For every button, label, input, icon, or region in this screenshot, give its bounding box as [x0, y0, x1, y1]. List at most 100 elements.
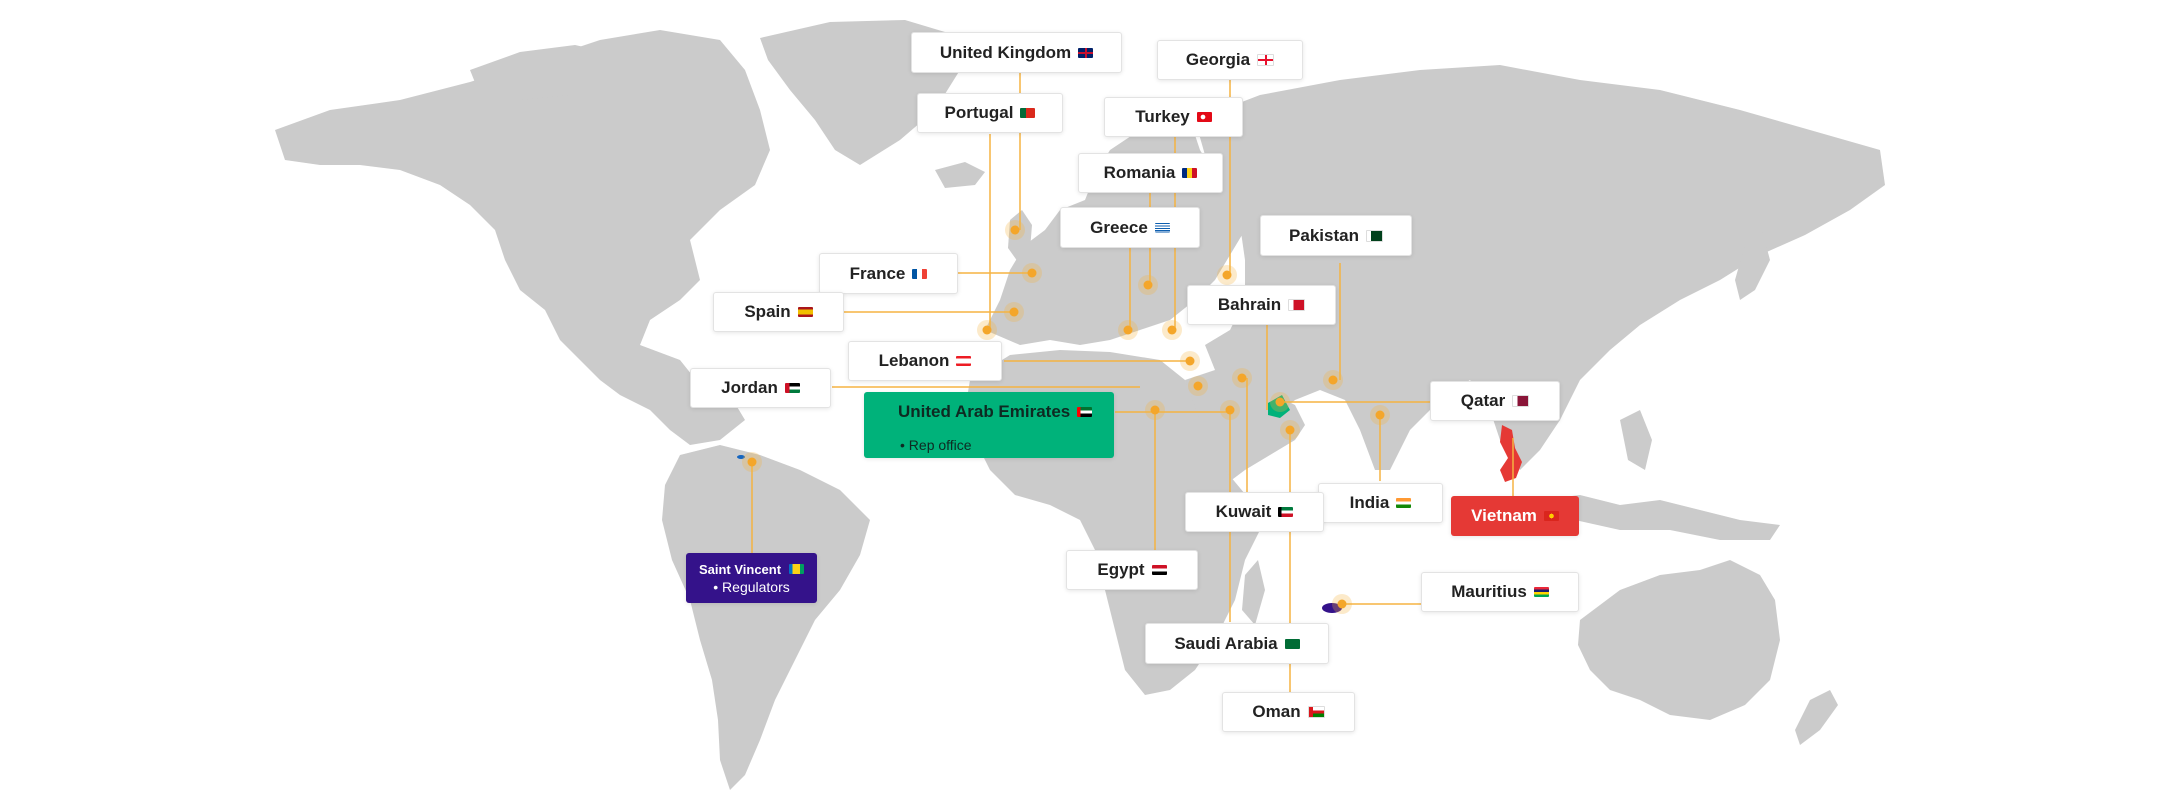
bahrain-flag-icon [1288, 299, 1306, 311]
location-name: France [849, 263, 906, 283]
location-name: Portugal [944, 103, 1014, 122]
india-flag-icon [1396, 498, 1412, 508]
saint-vincent-highlight [737, 455, 745, 459]
marker-pakistan[interactable] [1328, 375, 1338, 385]
britain-shape [1008, 210, 1032, 262]
location-name: Greece [1090, 217, 1148, 237]
marker-romania[interactable] [1143, 280, 1153, 290]
label-india[interactable]: India [1318, 483, 1443, 523]
label-oman[interactable]: Oman [1222, 692, 1355, 732]
marker-jordan[interactable] [1193, 381, 1203, 391]
marker-mauritius[interactable] [1337, 599, 1347, 609]
label-united-kingdom[interactable]: United Kingdom [911, 32, 1122, 73]
location-name: Oman [1252, 702, 1301, 721]
marker-turkey[interactable] [1167, 325, 1177, 335]
label-egypt[interactable]: Egypt [1066, 550, 1198, 590]
uae-highlight [1268, 395, 1290, 418]
marker-portugal[interactable] [982, 325, 992, 335]
label-greece[interactable]: Greece [1060, 207, 1200, 248]
location-name: United Kingdom [939, 42, 1072, 62]
marker-united-kingdom[interactable] [1010, 225, 1020, 235]
label-jordan[interactable]: Jordan [690, 368, 831, 408]
label-saint-vincent[interactable]: Saint Vincent • Regulators [686, 553, 817, 603]
location-name: Bahrain [1217, 295, 1282, 314]
location-name: Spain [744, 302, 791, 321]
location-name: Jordan [721, 378, 778, 397]
label-georgia[interactable]: Georgia [1157, 40, 1303, 80]
spain-flag-icon [797, 307, 813, 317]
location-name: Mauritius [1451, 582, 1527, 601]
marker-spain[interactable] [1009, 307, 1019, 317]
portugal-flag-icon [1020, 108, 1036, 118]
location-name: Saudi Arabia [1174, 633, 1278, 653]
location-name: Lebanon [878, 351, 950, 370]
marker-oman[interactable] [1285, 425, 1295, 435]
location-name: United Arab Emirates [898, 402, 1071, 421]
arctic-islands-shape [470, 45, 620, 100]
marker-uae[interactable] [1150, 405, 1160, 415]
label-saudi-arabia[interactable]: Saudi Arabia [1145, 623, 1329, 664]
location-name: Qatar [1460, 391, 1506, 410]
kuwait-flag-icon [1278, 507, 1294, 517]
australia-shape [1578, 560, 1780, 720]
iceland-shape [935, 162, 985, 188]
label-kuwait[interactable]: Kuwait [1185, 492, 1324, 532]
lebanon-flag-icon [956, 356, 972, 366]
uae-flag-icon [1077, 407, 1093, 417]
pakistan-flag-icon [1365, 229, 1383, 242]
mauritius-highlight [1322, 603, 1342, 613]
location-markers [742, 220, 1390, 614]
north-america-shape [275, 30, 770, 445]
georgia-flag-icon [1257, 54, 1275, 66]
philippines-shape [1620, 410, 1652, 470]
label-united-arab-emirates[interactable]: United Arab Emirates • Rep office [864, 392, 1114, 458]
location-name: Saint Vincent [698, 561, 782, 577]
location-name: Kuwait [1215, 502, 1272, 521]
indonesia-shape [1540, 495, 1780, 540]
label-qatar[interactable]: Qatar [1430, 381, 1560, 421]
marker-georgia[interactable] [1222, 270, 1232, 280]
greenland-shape [760, 20, 960, 165]
madagascar-shape [1242, 560, 1265, 625]
asia-shape [1195, 65, 1885, 470]
saint-vincent-flag-icon [789, 564, 805, 574]
marker-india[interactable] [1375, 410, 1385, 420]
label-bahrain[interactable]: Bahrain [1187, 285, 1336, 325]
location-name: India [1349, 493, 1390, 512]
location-name: Georgia [1185, 50, 1251, 69]
location-name: Pakistan [1289, 225, 1359, 245]
location-note: • Rep office [900, 437, 972, 453]
label-romania[interactable]: Romania [1078, 153, 1223, 193]
jordan-flag-icon [784, 383, 800, 393]
marker-bahrain[interactable] [1237, 373, 1247, 383]
oman-flag-icon [1307, 706, 1325, 718]
connector-lines [751, 73, 1514, 692]
marker-qatar[interactable] [1275, 397, 1285, 407]
japan-shape [1735, 230, 1770, 300]
label-lebanon[interactable]: Lebanon [848, 341, 1002, 381]
south-america-shape [662, 445, 870, 790]
mauritius-flag-icon [1533, 587, 1549, 597]
label-pakistan[interactable]: Pakistan [1260, 215, 1412, 256]
marker-greece[interactable] [1123, 325, 1133, 335]
location-name: Romania [1103, 163, 1176, 182]
label-portugal[interactable]: Portugal [917, 93, 1063, 133]
label-spain[interactable]: Spain [713, 292, 844, 332]
france-flag-icon [912, 268, 928, 279]
uk-flag-icon [1078, 47, 1094, 58]
location-name: Turkey [1135, 107, 1190, 126]
location-note: • Regulators [713, 578, 790, 595]
marker-lebanon[interactable] [1185, 356, 1195, 366]
marker-saint-vincent[interactable] [747, 457, 757, 467]
label-mauritius[interactable]: Mauritius [1421, 572, 1579, 612]
marker-france[interactable] [1027, 268, 1037, 278]
vietnam-flag-icon [1543, 511, 1559, 521]
turkey-flag-icon [1196, 112, 1212, 122]
egypt-flag-icon [1151, 565, 1167, 575]
location-name: Egypt [1097, 560, 1145, 579]
label-turkey[interactable]: Turkey [1104, 97, 1243, 137]
new-zealand-shape [1795, 690, 1838, 745]
label-france[interactable]: France [819, 253, 958, 294]
marker-kuwait[interactable] [1225, 405, 1235, 415]
label-vietnam[interactable]: Vietnam [1451, 496, 1579, 536]
